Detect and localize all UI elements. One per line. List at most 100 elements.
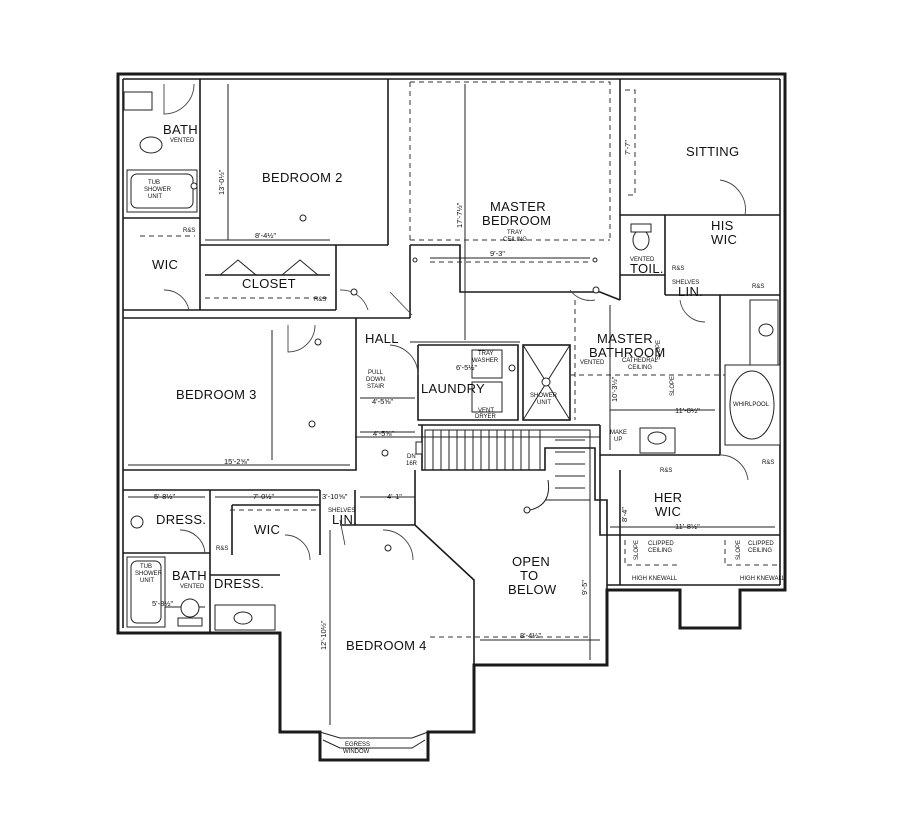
vent-dryer-1: VENT	[478, 408, 494, 414]
dim-10-3: 10'-3½"	[610, 376, 619, 402]
rs-her-2: R&S	[762, 460, 774, 466]
his-wic-label-1: HIS	[711, 218, 734, 233]
clipped-ceiling-right-1: CLIPPED	[748, 541, 774, 547]
master-bath-vented: VENTED	[580, 360, 605, 366]
shelves-lin-his-1: SHELVES	[672, 280, 699, 286]
high-kneewall-left: HIGH KNEWALL	[632, 576, 678, 582]
toil-vented: VENTED	[630, 257, 655, 263]
egress-window-bay	[319, 731, 429, 749]
cathedral-ceiling-2: CEILING	[628, 365, 652, 371]
her-wic-label-2: WIC	[655, 504, 681, 519]
dimension-labels: 13'-0½" 8'-4½" 17'-7½" 9'-3" 7'-7" 6'-5½…	[152, 140, 742, 650]
dim-4-1: 4'-1"	[387, 492, 402, 501]
open-to-below-2: TO	[520, 568, 538, 583]
dim-4-5a: 4'-5⅝"	[372, 397, 394, 406]
vent-dryer-2: DRYER	[475, 414, 497, 420]
interior-walls	[123, 79, 780, 665]
tub-shower-upper-2: SHOWER	[144, 187, 172, 193]
shelves-lin-lower-1: SHELVES	[328, 508, 355, 514]
master-bedroom-label-1: MASTER	[490, 199, 546, 214]
dim-15-2: 15'-2⅝"	[224, 457, 250, 466]
rs-his-1: R&S	[672, 266, 684, 272]
shelves-lin-lower-2: LIN.	[332, 512, 357, 527]
hall-label: HALL	[365, 331, 399, 346]
bedroom-4-label: BEDROOM 4	[346, 638, 427, 653]
stair	[415, 429, 591, 514]
ceiling-lines	[140, 81, 780, 638]
high-kneewall-right: HIGH KNEWALL	[740, 576, 786, 582]
dim-7-7: 7'-7"	[623, 140, 632, 155]
dn-label-1: DN	[407, 454, 416, 460]
bath-upper-label: BATH	[163, 122, 198, 137]
dim-5-8b: 5'-8½"	[152, 599, 174, 608]
toil-label: TOIL.	[630, 261, 664, 276]
bath-lower-vented: VENTED	[180, 584, 205, 590]
bath-upper-vented: VENTED	[170, 138, 195, 144]
laundry-label: LAUNDRY	[421, 381, 485, 396]
tub-shower-lower-3: UNIT	[140, 578, 154, 584]
dress-lower-label: DRESS.	[214, 576, 264, 591]
his-wic-label-2: WIC	[711, 232, 737, 247]
dim-11-8b: 11'-8½"	[675, 522, 700, 531]
bath-lower-label: BATH	[172, 568, 207, 583]
rs-closet: R&S	[314, 297, 326, 303]
dim-13-0: 13'-0½"	[217, 169, 226, 195]
room-labels: BATH VENTED TUB SHOWER UNIT BEDROOM 2 MA…	[135, 122, 786, 755]
wic-upper-label: WIC	[152, 257, 178, 272]
exterior-walls	[116, 72, 787, 762]
dim-8-4-bed2: 8'-4½"	[255, 231, 277, 240]
pull-down-stair-1: PULL	[368, 370, 384, 376]
tub-shower-lower-1: TUB	[140, 564, 152, 570]
egress-window-1: EGRESS	[345, 742, 370, 748]
shower-unit-2: UNIT	[537, 400, 551, 406]
dim-17-7: 17'-7½"	[455, 202, 464, 228]
shower-unit-1: SHOWER	[530, 393, 558, 399]
slope-1: SLOPE	[656, 340, 662, 360]
bedroom-3-label: BEDROOM 3	[176, 387, 257, 402]
make-up-2: UP	[614, 437, 622, 443]
tray-washer-2: WASHER	[472, 358, 499, 364]
dim-3-10: 3'-10⅝"	[322, 492, 348, 501]
open-to-below-3: BELOW	[508, 582, 557, 597]
wic-lower-label: WIC	[254, 522, 280, 537]
tray-washer-1: TRAY	[478, 351, 494, 357]
dim-9-5: 9'-5"	[580, 580, 589, 595]
cathedral-ceiling-1: CATHEDRAL	[622, 358, 659, 364]
clipped-ceiling-right-2: CEILING	[748, 548, 772, 554]
slope-2: SLOPE	[670, 376, 676, 396]
dimension-lines	[128, 84, 775, 725]
dim-7-0: 7'-0½"	[253, 492, 275, 501]
egress-window-2: WINDOW	[343, 749, 370, 755]
rs-bedroom2: R&S	[183, 228, 195, 234]
dress-upper-label: DRESS.	[156, 512, 206, 527]
dim-5-8a: 5'-8½"	[154, 492, 176, 501]
slope-3: SLOPE	[634, 540, 640, 560]
fixtures	[123, 91, 781, 631]
doors	[163, 83, 749, 561]
dim-12-10: 12'-10½"	[319, 620, 328, 650]
rs-his-2: R&S	[752, 284, 764, 290]
tub-shower-upper-3: UNIT	[148, 194, 162, 200]
tray-ceiling-1: TRAY	[507, 230, 523, 236]
dim-9-3: 9'-3"	[490, 249, 505, 258]
dim-11-8a: 11'-8½"	[675, 406, 700, 415]
slope-4: SLOPE	[736, 540, 742, 560]
dn-label-2: 16R	[406, 461, 418, 467]
dim-8-4-open: 8'-4½"	[520, 631, 542, 640]
tray-ceiling-2: CEILING	[503, 237, 527, 243]
clipped-ceiling-left-1: CLIPPED	[648, 541, 674, 547]
master-bathroom-label-1: MASTER	[597, 331, 653, 346]
bedroom-2-label: BEDROOM 2	[262, 170, 343, 185]
tub-shower-upper-1: TUB	[148, 180, 160, 186]
master-bathroom-label-2: BATHROOM	[589, 345, 666, 360]
pull-down-stair-3: STAIR	[367, 384, 385, 390]
clipped-ceiling-left-2: CEILING	[648, 548, 672, 554]
her-wic-label-1: HER	[654, 490, 682, 505]
master-bedroom-label-2: BEDROOM	[482, 213, 551, 228]
dim-8-4-her: 8'-4"	[620, 507, 629, 522]
rs-her-1: R&S	[660, 468, 672, 474]
tub-shower-lower-2: SHOWER	[135, 571, 163, 577]
pull-down-stair-2: DOWN	[366, 377, 385, 383]
dim-4-5b: 4'-5⅝"	[373, 429, 395, 438]
